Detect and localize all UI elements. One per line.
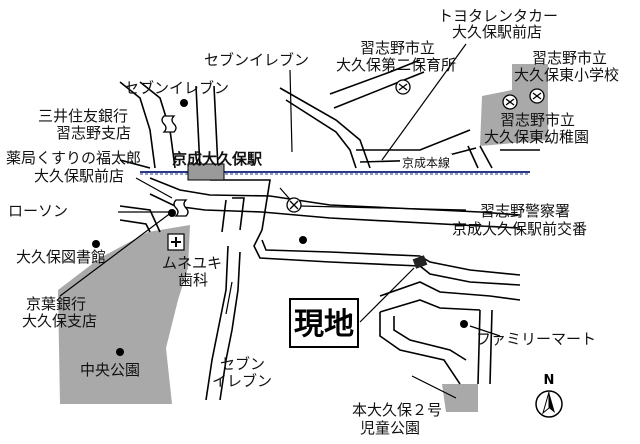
label-higashi-kinder-line2: 大久保東幼稚園 bbox=[484, 128, 590, 146]
leader-lines bbox=[59, 43, 501, 399]
central-park-dot bbox=[116, 348, 124, 356]
north-label: N bbox=[543, 373, 555, 388]
label-school2-line2: 大久保第二保育所 bbox=[336, 56, 457, 74]
label-seven-left: セブンイレブン bbox=[124, 79, 230, 97]
label-seven-bottom-line2: イレブン bbox=[212, 372, 273, 390]
label-mitsui-line1: 三井住友銀行 bbox=[38, 107, 129, 125]
label-higashi-school-line1: 習志野市立 bbox=[532, 49, 608, 67]
mitsui-bank-icon bbox=[161, 115, 177, 133]
label-higashi-kinder-line1: 習志野市立 bbox=[500, 111, 576, 129]
site-marker bbox=[412, 255, 428, 269]
label-park2-line1: 本大久保２号 bbox=[352, 401, 443, 419]
label-police-line2: 京成大久保駅前交番 bbox=[452, 220, 588, 238]
label-kusuri-line2: 大久保駅前店 bbox=[34, 167, 125, 185]
dental-cross-icon bbox=[167, 233, 185, 251]
police-box-icon bbox=[286, 197, 302, 213]
label-station: 京成大久保駅 bbox=[172, 150, 263, 168]
seven-left-dot bbox=[180, 99, 188, 107]
label-seven-bottom-line1: セブン bbox=[220, 355, 266, 373]
label-mitsui-line2: 習志野支店 bbox=[56, 124, 132, 142]
poi-dots bbox=[92, 99, 468, 356]
north-arrow-icon bbox=[535, 390, 563, 418]
keiyo-bank-icon bbox=[173, 199, 189, 217]
park2-area bbox=[442, 384, 478, 412]
label-munenuki-line2: 歯科 bbox=[178, 271, 209, 289]
station-building bbox=[187, 163, 225, 181]
family-dot bbox=[460, 320, 468, 328]
label-munenuki-line1: ムネユキ bbox=[162, 254, 223, 272]
label-keiyo-line1: 京葉銀行 bbox=[26, 295, 87, 313]
label-library: 大久保図書館 bbox=[16, 248, 107, 266]
label-police-line1: 習志野警察署 bbox=[480, 202, 571, 220]
label-kusuri-line1: 薬局くすりの福太郎 bbox=[6, 149, 142, 167]
label-school2-line1: 習志野市立 bbox=[360, 39, 436, 57]
label-seven-top: セブンイレブン bbox=[204, 51, 310, 69]
lawson-dot bbox=[168, 209, 176, 217]
label-toyota-line2: 大久保駅前店 bbox=[452, 23, 543, 41]
central-park-area bbox=[58, 225, 190, 404]
school-icons bbox=[395, 79, 545, 110]
site-label: 現地 bbox=[289, 298, 359, 348]
label-higashi-school-line2: 大久保東小学校 bbox=[514, 66, 620, 84]
library-dot bbox=[92, 240, 100, 248]
seven-mid-dot bbox=[299, 236, 307, 244]
label-toyota-line1: トヨタレンタカー bbox=[438, 7, 559, 25]
label-park2-line2: 児童公園 bbox=[360, 419, 421, 437]
label-keisei-line: 京成本線 bbox=[400, 154, 453, 171]
label-family: ファミリーマート bbox=[476, 330, 597, 348]
label-central-park: 中央公園 bbox=[80, 361, 141, 379]
bank-icons bbox=[161, 115, 189, 217]
label-keiyo-line2: 大久保支店 bbox=[22, 312, 98, 330]
label-lawson: ローソン bbox=[8, 202, 69, 220]
